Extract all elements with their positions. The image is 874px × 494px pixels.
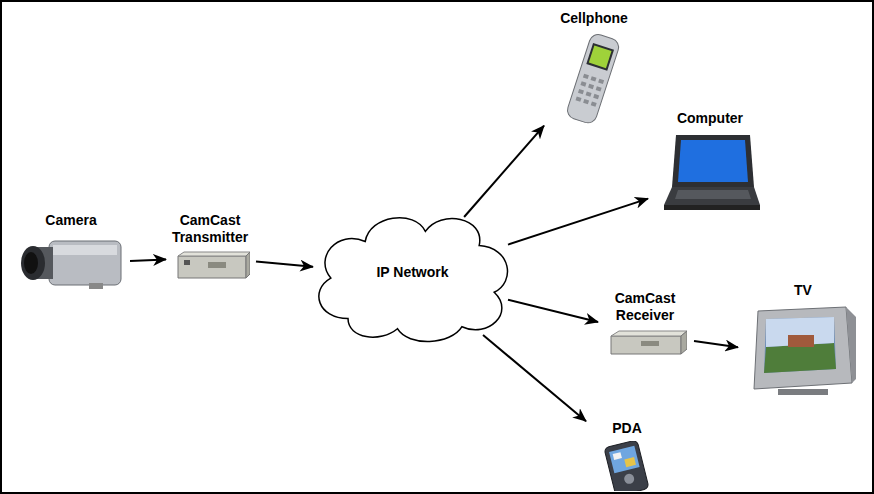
tv-icon [748, 303, 858, 401]
computer-drawing [658, 131, 762, 215]
receiver-icon [607, 328, 687, 362]
camera-drawing [19, 233, 123, 291]
tv-drawing [748, 303, 858, 397]
arrow-connector [464, 126, 544, 217]
device-node: PDA [590, 420, 664, 491]
cellphone-drawing [564, 31, 624, 127]
arrow-connector [508, 199, 648, 245]
camera-icon [19, 233, 123, 295]
device-label: CamCast Receiver [602, 290, 688, 324]
arrow-connector [256, 262, 313, 267]
device-node: Cellphone [548, 10, 640, 127]
transmitter-drawing [174, 250, 250, 282]
device-node: Camera [14, 212, 128, 291]
pda-icon [599, 441, 655, 494]
device-node: Computer [652, 110, 768, 215]
arrow-connector [483, 335, 586, 421]
transmitter-icon [174, 250, 250, 286]
arrow-connector [508, 300, 598, 322]
device-label: Computer [652, 110, 768, 127]
device-label: Camera [14, 212, 128, 229]
network-label: IP Network [305, 264, 520, 280]
device-label: CamCast Transmitter [170, 212, 250, 246]
device-node: TV [742, 282, 864, 397]
network-cloud: IP Network [305, 205, 520, 347]
device-label: Cellphone [548, 10, 640, 27]
cellphone-icon [564, 31, 624, 131]
device-node: CamCast Transmitter [170, 212, 254, 282]
arrow-connector [694, 341, 738, 347]
receiver-drawing [607, 328, 687, 358]
device-node: CamCast Receiver [602, 290, 692, 358]
device-label: TV [742, 282, 864, 299]
device-label: PDA [590, 420, 664, 437]
arrow-connector [130, 259, 166, 260]
pda-drawing [599, 441, 655, 491]
computer-icon [658, 131, 762, 219]
